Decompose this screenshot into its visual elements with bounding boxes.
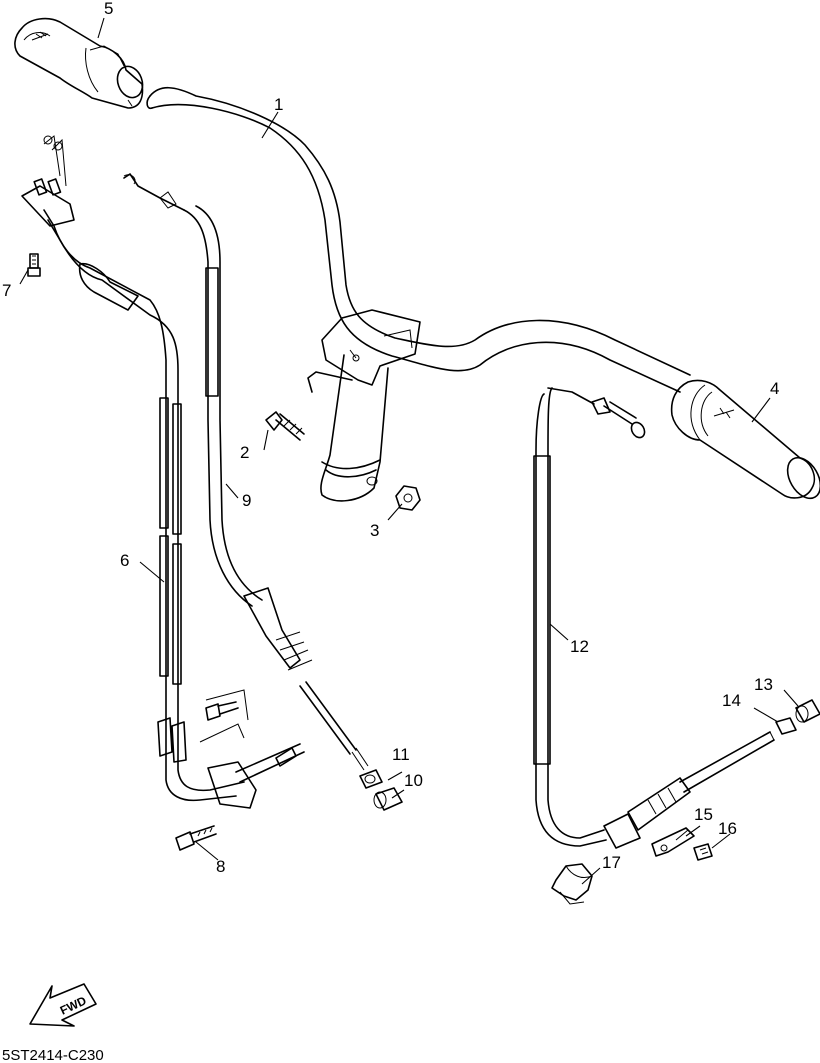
callout-16: 16 [718,819,737,838]
drawing-code: 5ST2414-C230 [2,1047,104,1063]
callout-7: 7 [2,281,11,300]
bracket-15 [651,827,695,857]
bolt-8 [175,825,217,851]
callout-5: 5 [104,0,113,18]
adjuster-10 [373,787,403,811]
bolt-7 [27,253,41,277]
callout-17: 17 [602,853,621,872]
throttle-grip [14,17,144,109]
callout-11: 11 [392,745,410,764]
bolt-8b [205,701,239,721]
callout-labels: 1 2 3 4 5 6 7 8 9 10 11 12 13 14 15 16 1… [2,0,779,876]
starter-cable [123,173,369,771]
callout-12: 12 [570,637,589,656]
nut-14 [775,717,797,735]
callout-15: 15 [694,805,713,824]
throttle-cable [21,135,305,809]
callout-10: 10 [404,771,423,790]
handlebar [146,86,691,502]
callout-3: 3 [370,521,379,540]
callout-14: 14 [722,691,741,710]
callout-4: 4 [770,379,779,398]
callout-9: 9 [242,491,251,510]
nut-3 [395,485,421,511]
bolt-16 [693,843,713,861]
fwd-arrow-icon: FWD [29,983,97,1027]
callout-8: 8 [216,857,225,876]
adjuster-13 [795,699,820,723]
clamp-17 [551,863,593,905]
callout-2: 2 [240,443,249,462]
right-grip [670,379,820,500]
callout-13: 13 [754,675,773,694]
callout-6: 6 [120,551,129,570]
bolt-2 [265,411,305,441]
brake-cable [533,387,775,849]
callout-1: 1 [274,95,283,114]
nut-11 [359,769,383,789]
leader-lines [19,17,799,885]
